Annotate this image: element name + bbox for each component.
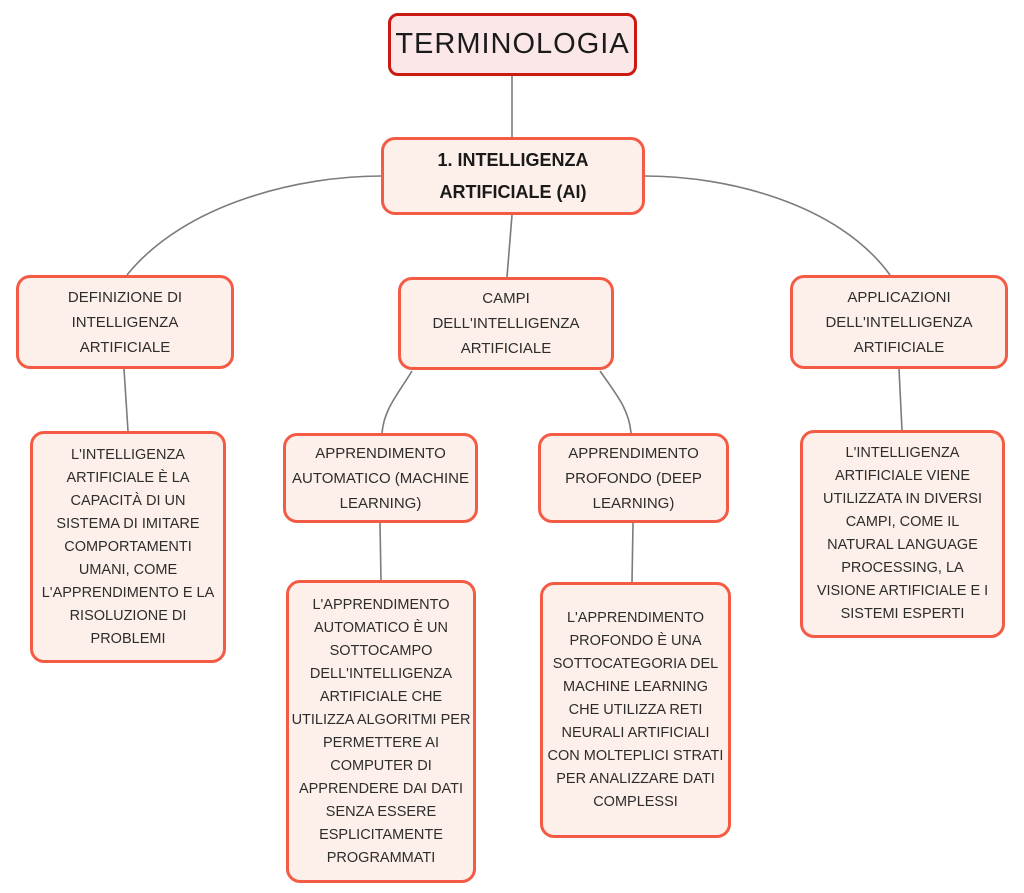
node-label: 1. INTELLIGENZA ARTIFICIALE (AI) <box>384 144 642 208</box>
text-line: DELL'INTELLIGENZA <box>825 313 973 331</box>
text-line: INTELLIGENZA <box>71 313 179 331</box>
text-line: ARTIFICIALE VIENE <box>834 468 971 484</box>
text-line: L'APPRENDIMENTO E LA <box>41 584 215 601</box>
node-definizione[interactable]: DEFINIZIONE DI INTELLIGENZA ARTIFICIALE <box>16 275 234 369</box>
node-label: L'APPRENDIMENTO AUTOMATICO È UN SOTTOCAMPO… <box>289 594 473 870</box>
text-line: 1. INTELLIGENZA <box>437 150 589 170</box>
text-line: PERMETTERE AI <box>322 734 440 751</box>
connector-campi-machine-learning <box>381 370 413 434</box>
text-line: DELL'INTELLIGENZA <box>309 665 453 682</box>
text-line: ARTIFICIALE <box>79 338 171 356</box>
text-line: COMPUTER DI <box>330 757 432 774</box>
connector-deep-learning-detail <box>631 522 634 583</box>
text-line: UTILIZZA ALGORITMI PER <box>291 711 471 728</box>
text-line: CAMPI, COME IL <box>845 514 960 530</box>
text-line: RISOLUZIONE DI <box>69 607 187 624</box>
text-line: COMPORTAMENTI <box>64 538 192 555</box>
text-line: UMANI, COME <box>78 561 178 578</box>
node-apprendimento-automatico[interactable]: APPRENDIMENTO AUTOMATICO (MACHINE LEARNING… <box>283 433 478 523</box>
text-line: AUTOMATICO È UN <box>314 619 448 636</box>
connector-root-campi <box>506 214 513 278</box>
text-line: LEARNING) <box>339 494 422 512</box>
text-line: APPRENDIMENTO <box>315 444 446 462</box>
text-line: PROBLEMI <box>90 630 166 647</box>
text-line: COMPLESSI <box>593 793 678 810</box>
node-label: APPRENDIMENTO AUTOMATICO (MACHINE LEARNING… <box>286 441 475 516</box>
node-apprendimento-profondo[interactable]: APPRENDIMENTO PROFONDO (DEEP LEARNING) <box>538 433 729 523</box>
text-line: SOTTOCAMPO <box>329 642 433 659</box>
text-line: DELL'INTELLIGENZA <box>432 315 580 332</box>
node-apprendimento-automatico-detail[interactable]: L'APPRENDIMENTO AUTOMATICO È UN SOTTOCAMPO… <box>286 580 476 883</box>
text-line: APPRENDIMENTO <box>568 444 699 462</box>
text-line: VISIONE ARTIFICIALE E I <box>816 583 989 599</box>
text-line: APPRENDERE DAI DATI <box>298 780 464 797</box>
node-definizione-detail[interactable]: L'INTELLIGENZA ARTIFICIALE È LA CAPACITÀ D… <box>30 431 226 663</box>
text-line: ARTIFICIALE CHE <box>319 688 443 705</box>
text-line: PER ANALIZZARE DATI <box>556 770 715 787</box>
text-line: UTILIZZATA IN DIVERSI <box>823 491 982 507</box>
node-applicazioni-detail[interactable]: L'INTELLIGENZA ARTIFICIALE VIENE UTILIZZAT… <box>800 430 1005 638</box>
connector-root-definizione <box>126 175 382 276</box>
text-line: ESPLICITAMENTE <box>319 826 443 843</box>
node-campi[interactable]: CAMPI DELL'INTELLIGENZA ARTIFICIALE <box>398 277 614 370</box>
node-label: DEFINIZIONE DI INTELLIGENZA ARTIFICIALE <box>19 285 231 360</box>
text-line: ARTIFICIALE È LA <box>66 469 190 486</box>
text-line: PROFONDO (DEEP <box>565 469 702 487</box>
text-line: MACHINE LEARNING <box>562 678 709 695</box>
text-line: L'APPRENDIMENTO <box>312 596 450 613</box>
text-line: NATURAL LANGUAGE <box>827 537 978 553</box>
node-label: CAMPI DELL'INTELLIGENZA ARTIFICIALE <box>401 286 611 361</box>
node-label: TERMINOLOGIA <box>395 28 630 60</box>
text-line: SISTEMI ESPERTI <box>840 606 965 622</box>
node-applicazioni[interactable]: APPLICAZIONI DELL'INTELLIGENZA ARTIFICIALE <box>790 275 1008 369</box>
text-line: LEARNING) <box>592 494 675 512</box>
node-terminologia[interactable]: TERMINOLOGIA <box>388 13 637 76</box>
node-label: L'APPRENDIMENTO PROFONDO È UNA SOTTOCATEGO… <box>543 607 728 814</box>
text-line: L'APPRENDIMENTO <box>566 609 705 626</box>
text-line: CON MOLTEPLICI STRATI <box>547 747 724 764</box>
connector-applicazioni-detail <box>898 368 903 431</box>
connector-root-applicazioni <box>644 175 891 276</box>
node-label: L'INTELLIGENZA ARTIFICIALE È LA CAPACITÀ D… <box>33 444 223 651</box>
connector-campi-deep-learning <box>599 370 632 434</box>
text-line: CAMPI <box>482 290 530 307</box>
text-line: SENZA ESSERE <box>325 803 437 820</box>
text-line: ARTIFICIALE <box>853 338 945 356</box>
text-line: APPLICAZIONI <box>847 288 951 306</box>
text-line: SOTTOCATEGORIA DEL <box>552 655 719 672</box>
text-line: PROGRAMMATI <box>326 849 436 866</box>
node-label: L'INTELLIGENZA ARTIFICIALE VIENE UTILIZZAT… <box>803 442 1002 626</box>
node-label: APPLICAZIONI DELL'INTELLIGENZA ARTIFICIALE <box>793 285 1005 360</box>
node-intelligenza-artificiale[interactable]: 1. INTELLIGENZA ARTIFICIALE (AI) <box>381 137 645 215</box>
text-line: SISTEMA DI IMITARE <box>56 515 200 532</box>
connector-machine-learning-detail <box>379 522 382 581</box>
text-line: PROFONDO È UNA <box>569 632 702 649</box>
text-line: ARTIFICIALE (AI) <box>439 182 587 202</box>
node-label: APPRENDIMENTO PROFONDO (DEEP LEARNING) <box>541 441 726 516</box>
connector-definizione-detail <box>123 368 129 432</box>
text-line: L'INTELLIGENZA <box>845 445 960 461</box>
text-line: PROCESSING, LA <box>841 560 964 576</box>
text-line: CHE UTILIZZA RETI <box>568 701 703 718</box>
text-line: CAPACITÀ DI UN <box>70 492 186 509</box>
text-line: NEURALI ARTIFICIALI <box>561 724 710 741</box>
text-line: ARTIFICIALE <box>460 340 552 357</box>
text-line: AUTOMATICO (MACHINE <box>292 469 469 487</box>
node-apprendimento-profondo-detail[interactable]: L'APPRENDIMENTO PROFONDO È UNA SOTTOCATEGO… <box>540 582 731 838</box>
text-line: L'INTELLIGENZA <box>71 446 185 463</box>
text-line: DEFINIZIONE DI <box>67 288 183 306</box>
